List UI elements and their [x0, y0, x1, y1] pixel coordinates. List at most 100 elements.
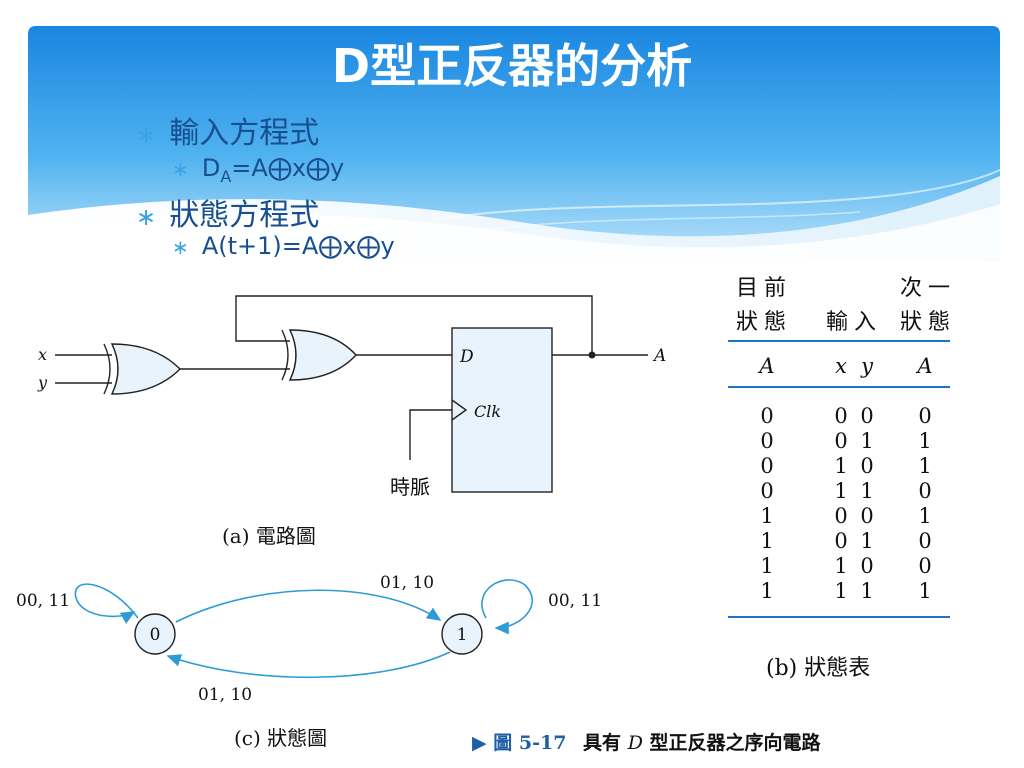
table-cell: 1 — [918, 504, 932, 528]
state-1-circle — [441, 613, 483, 655]
table-rule-bottom — [728, 616, 950, 618]
state-diagram-caption: (c) 狀態圖 — [234, 726, 328, 750]
header-next-2: 狀態 — [900, 310, 957, 335]
figure-marker-icon: ▶ — [472, 732, 487, 754]
table-cell: 1 — [760, 504, 774, 528]
figure-caption: ▶ 圖 5-17 具有 D 型正反器之序向電路 — [472, 728, 821, 755]
formula-d: D — [201, 154, 221, 182]
table-cell: 0 — [760, 479, 774, 503]
table-cell: 0 — [760, 429, 774, 453]
figure-number: 圖 5-17 — [493, 732, 567, 754]
col-header-a-next: A — [917, 354, 933, 378]
table-cell: 1 — [834, 554, 848, 578]
table-cell: 1 — [760, 554, 774, 578]
table-cell: 0 — [918, 479, 932, 503]
header-next-1: 次一 — [900, 276, 957, 301]
formula-subscript: A — [220, 167, 232, 186]
table-cell: 1 — [860, 529, 874, 553]
bullet-input-equation: ∗ 輸入方程式 — [136, 108, 319, 152]
header-current-1: 目前 — [736, 276, 793, 301]
state-table-caption: (b) 狀態表 — [766, 656, 871, 681]
table-cell: 1 — [760, 529, 774, 553]
self-loop-1 — [481, 579, 533, 635]
bullet-label: 輸入方程式 — [169, 116, 320, 151]
table-rule-top — [728, 340, 950, 342]
table-cell: 1 — [834, 479, 848, 503]
bullet-input-equation-formula: ∗ DA=A⨁x⨁y — [172, 154, 344, 186]
formula-state: A(t+1)=A⨁x⨁y — [201, 232, 395, 260]
table-cell: 0 — [860, 554, 874, 578]
col-header-a: A — [759, 354, 775, 378]
table-cell: 0 — [834, 404, 848, 428]
bullet-star-icon: ∗ — [136, 121, 157, 149]
input-y-label: y — [37, 373, 48, 392]
table-cell: 0 — [834, 429, 848, 453]
table-cell: 1 — [860, 579, 874, 603]
self-loop-0-label: 00, 11 — [16, 591, 70, 611]
table-cell: 1 — [760, 579, 774, 603]
table-cell: 0 — [834, 504, 848, 528]
bullet-label: 狀態方程式 — [169, 198, 320, 233]
table-cell: 1 — [918, 579, 932, 603]
xor2-back-arc — [281, 329, 289, 381]
arc-1-to-0-label: 01, 10 — [198, 685, 252, 705]
col-header-x: x — [835, 354, 847, 378]
table-cell: 0 — [918, 529, 932, 553]
state-1-label: 1 — [457, 625, 468, 645]
bullet-star-icon: ∗ — [136, 203, 157, 231]
ff-clk-label: Clk — [474, 402, 501, 421]
circuit-diagram: x y D Clk A 時脈 — [37, 295, 666, 499]
sub-bullet-star-icon: ∗ — [172, 235, 189, 259]
table-cell: 1 — [860, 429, 874, 453]
table-cell: 1 — [918, 454, 932, 478]
xor1-body — [110, 343, 181, 395]
bullet-state-equation-formula: ∗ A(t+1)=A⨁x⨁y — [172, 232, 395, 260]
circuit-caption: (a) 電路圖 — [222, 524, 316, 548]
table-cell: 0 — [760, 454, 774, 478]
table-cell: 0 — [918, 554, 932, 578]
feedback-wire — [235, 295, 593, 355]
self-loop-1-label: 00, 11 — [548, 591, 602, 611]
d-flipflop-box — [451, 327, 553, 493]
header-wave-background — [28, 26, 1001, 262]
output-a-label: A — [652, 346, 666, 366]
header-current-2: 狀態 — [736, 310, 793, 335]
col-header-y: y — [861, 354, 873, 378]
figure-text-pre: 具有 — [583, 732, 622, 754]
ff-d-label: D — [459, 347, 474, 367]
table-cell: 0 — [834, 529, 848, 553]
table-cell: 0 — [860, 504, 874, 528]
junction-dot — [588, 351, 596, 359]
table-cell: 1 — [918, 429, 932, 453]
table-cell: 0 — [860, 454, 874, 478]
clock-wire — [409, 409, 452, 460]
formula-rest: =A⨁x⨁y — [231, 154, 345, 182]
clock-label: 時脈 — [390, 475, 430, 499]
table-cell: 1 — [834, 579, 848, 603]
xor1-back-arc — [103, 343, 111, 395]
figure-text-post: 型正反器之序向電路 — [649, 732, 821, 754]
table-cell: 0 — [860, 404, 874, 428]
table-rule-mid — [728, 386, 950, 388]
header-input-2: 輸入 — [826, 310, 883, 335]
arc-1-to-0 — [166, 651, 451, 679]
table-cell: 0 — [760, 404, 774, 428]
slide-title: D型正反器的分析 — [331, 39, 693, 93]
clock-triangle — [451, 399, 468, 421]
arc-0-to-1-label: 01, 10 — [380, 573, 434, 593]
input-x-label: x — [38, 345, 47, 364]
self-loop-0 — [74, 583, 139, 624]
state-diagram: 0 1 00, 11 00, 11 01, 10 01, 10 — [16, 573, 602, 705]
table-cell: 0 — [918, 404, 932, 428]
figure-text-d: D — [627, 732, 643, 754]
table-cell: 1 — [860, 479, 874, 503]
bullet-state-equation: ∗ 狀態方程式 — [136, 190, 319, 234]
state-0-circle — [134, 613, 176, 655]
arc-0-to-1 — [175, 589, 442, 623]
state-0-label: 0 — [150, 625, 161, 645]
sub-bullet-star-icon: ∗ — [172, 157, 189, 181]
table-cell: 1 — [834, 454, 848, 478]
xor2-body — [288, 329, 357, 381]
